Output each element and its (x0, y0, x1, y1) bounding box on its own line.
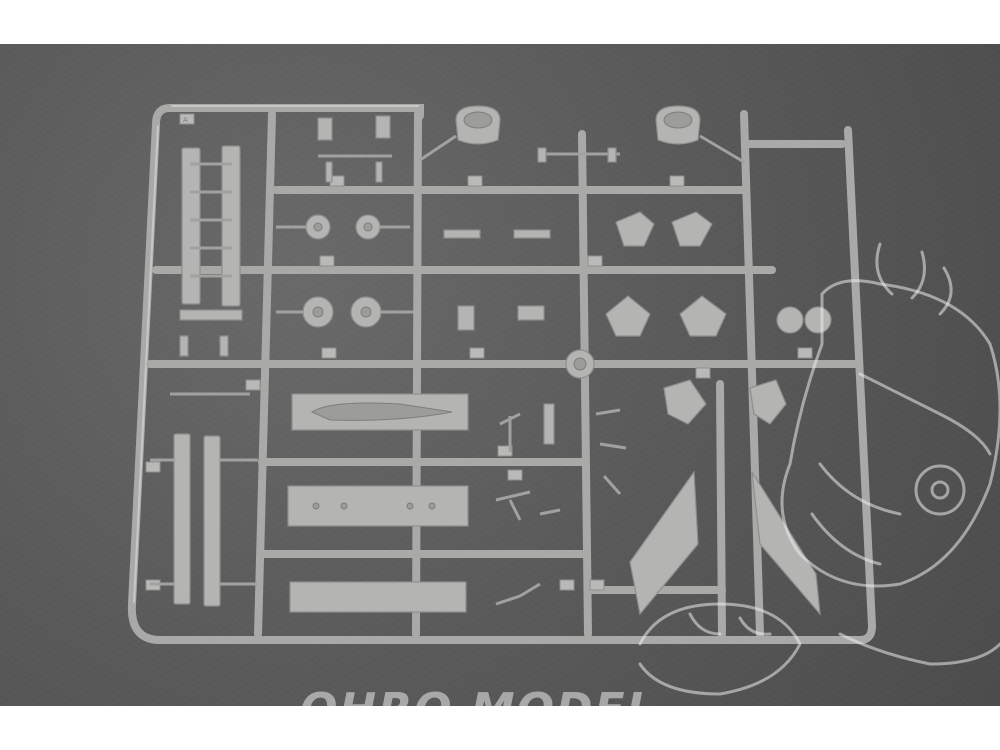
top-margin (0, 0, 1000, 44)
strip-parts (150, 433, 258, 607)
tank-panels (287, 393, 469, 613)
table-texture (0, 44, 1000, 706)
sprue-photo: A (0, 44, 1000, 706)
horizontal-runners (146, 186, 862, 594)
svg-text:A: A (183, 116, 188, 124)
bottom-margin (0, 706, 1000, 750)
wheel-parts-lower (276, 296, 414, 328)
intake-parts (419, 105, 745, 164)
watermark-mascot (638, 242, 1000, 696)
watermark-text: OHRO MODEL (300, 684, 657, 706)
part-tags: A (145, 113, 813, 591)
wheel-parts-upper (276, 214, 410, 240)
sprue-drawing: A (127, 104, 1000, 706)
fin-parts (629, 470, 821, 616)
linkage-parts (495, 403, 627, 606)
cross-parts (443, 147, 620, 379)
bracket-parts (605, 211, 832, 425)
ladder-part (179, 145, 243, 321)
small-fittings (170, 115, 392, 396)
